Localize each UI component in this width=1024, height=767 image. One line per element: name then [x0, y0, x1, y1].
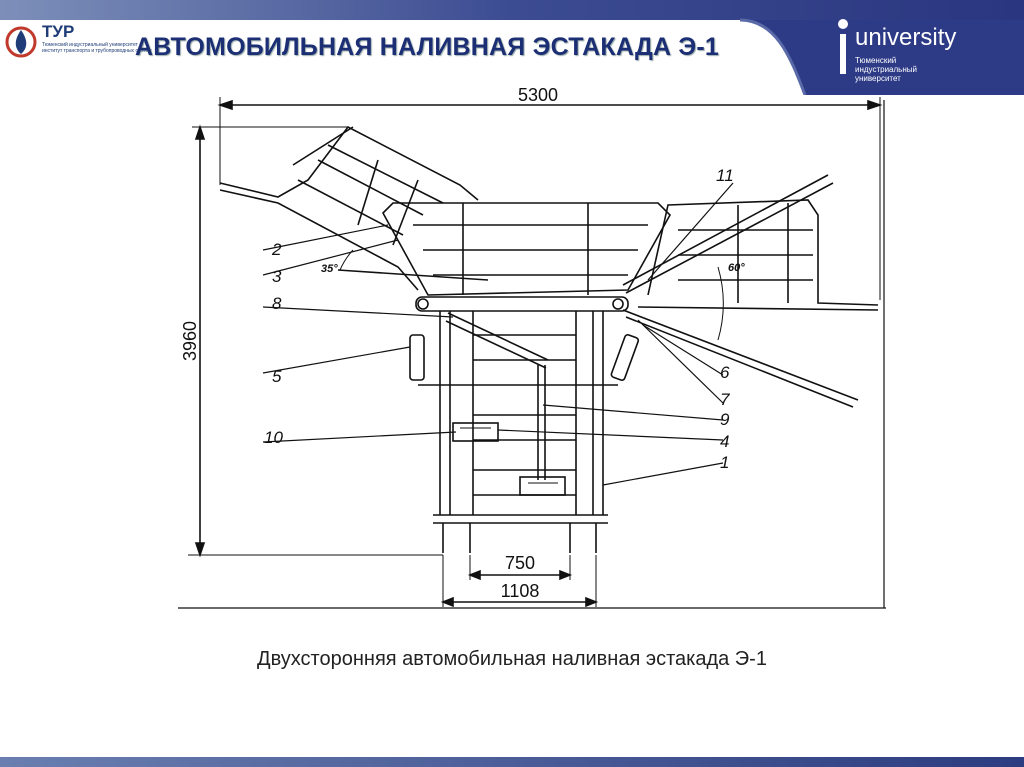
tur-logo: ТУР Тюменский индустриальный университет…	[4, 22, 154, 72]
header-bar: ТУР Тюменский индустриальный университет…	[0, 0, 1024, 95]
label-11: 11	[716, 166, 734, 185]
page-title: АВТОМОБИЛЬНАЯ НАЛИВНАЯ ЭСТАКАДА Э-1	[135, 33, 720, 61]
figure-caption: Двухсторонняя автомобильная наливная эст…	[257, 648, 767, 670]
tur-logo-subtitle: Тюменский индустриальный университет инс…	[42, 42, 152, 54]
label-4: 4	[720, 432, 729, 451]
university-logo-subtitle: Тюменский индустриальный университет	[855, 56, 917, 83]
university-logo: university Тюменский индустриальный унив…	[833, 16, 1013, 86]
label-6: 6	[720, 363, 730, 382]
angle-left: 35°	[321, 263, 338, 275]
dimension-width-total: 5300	[518, 85, 558, 105]
dimension-outer-width: 1108	[501, 581, 540, 601]
label-8: 8	[272, 294, 282, 313]
footer-bar	[0, 757, 1024, 767]
label-7: 7	[720, 390, 730, 409]
label-2: 2	[271, 240, 282, 259]
dimension-height-total: 3960	[180, 321, 200, 361]
tur-logo-name: ТУР	[42, 22, 75, 41]
dimension-inner-width: 750	[505, 553, 535, 573]
label-10: 10	[264, 428, 283, 447]
university-logo-icon	[838, 19, 848, 74]
label-5: 5	[272, 367, 282, 386]
header-background	[0, 0, 1024, 95]
university-logo-name: university	[855, 24, 957, 51]
label-3: 3	[272, 267, 282, 286]
label-9: 9	[720, 410, 730, 429]
tur-logo-icon	[5, 26, 37, 58]
label-1: 1	[720, 453, 729, 472]
overpass-drawing: 5300 3960 750 1108 35° 60° 2 3 8 5 10 11…	[178, 85, 886, 609]
angle-right: 60°	[728, 262, 745, 274]
